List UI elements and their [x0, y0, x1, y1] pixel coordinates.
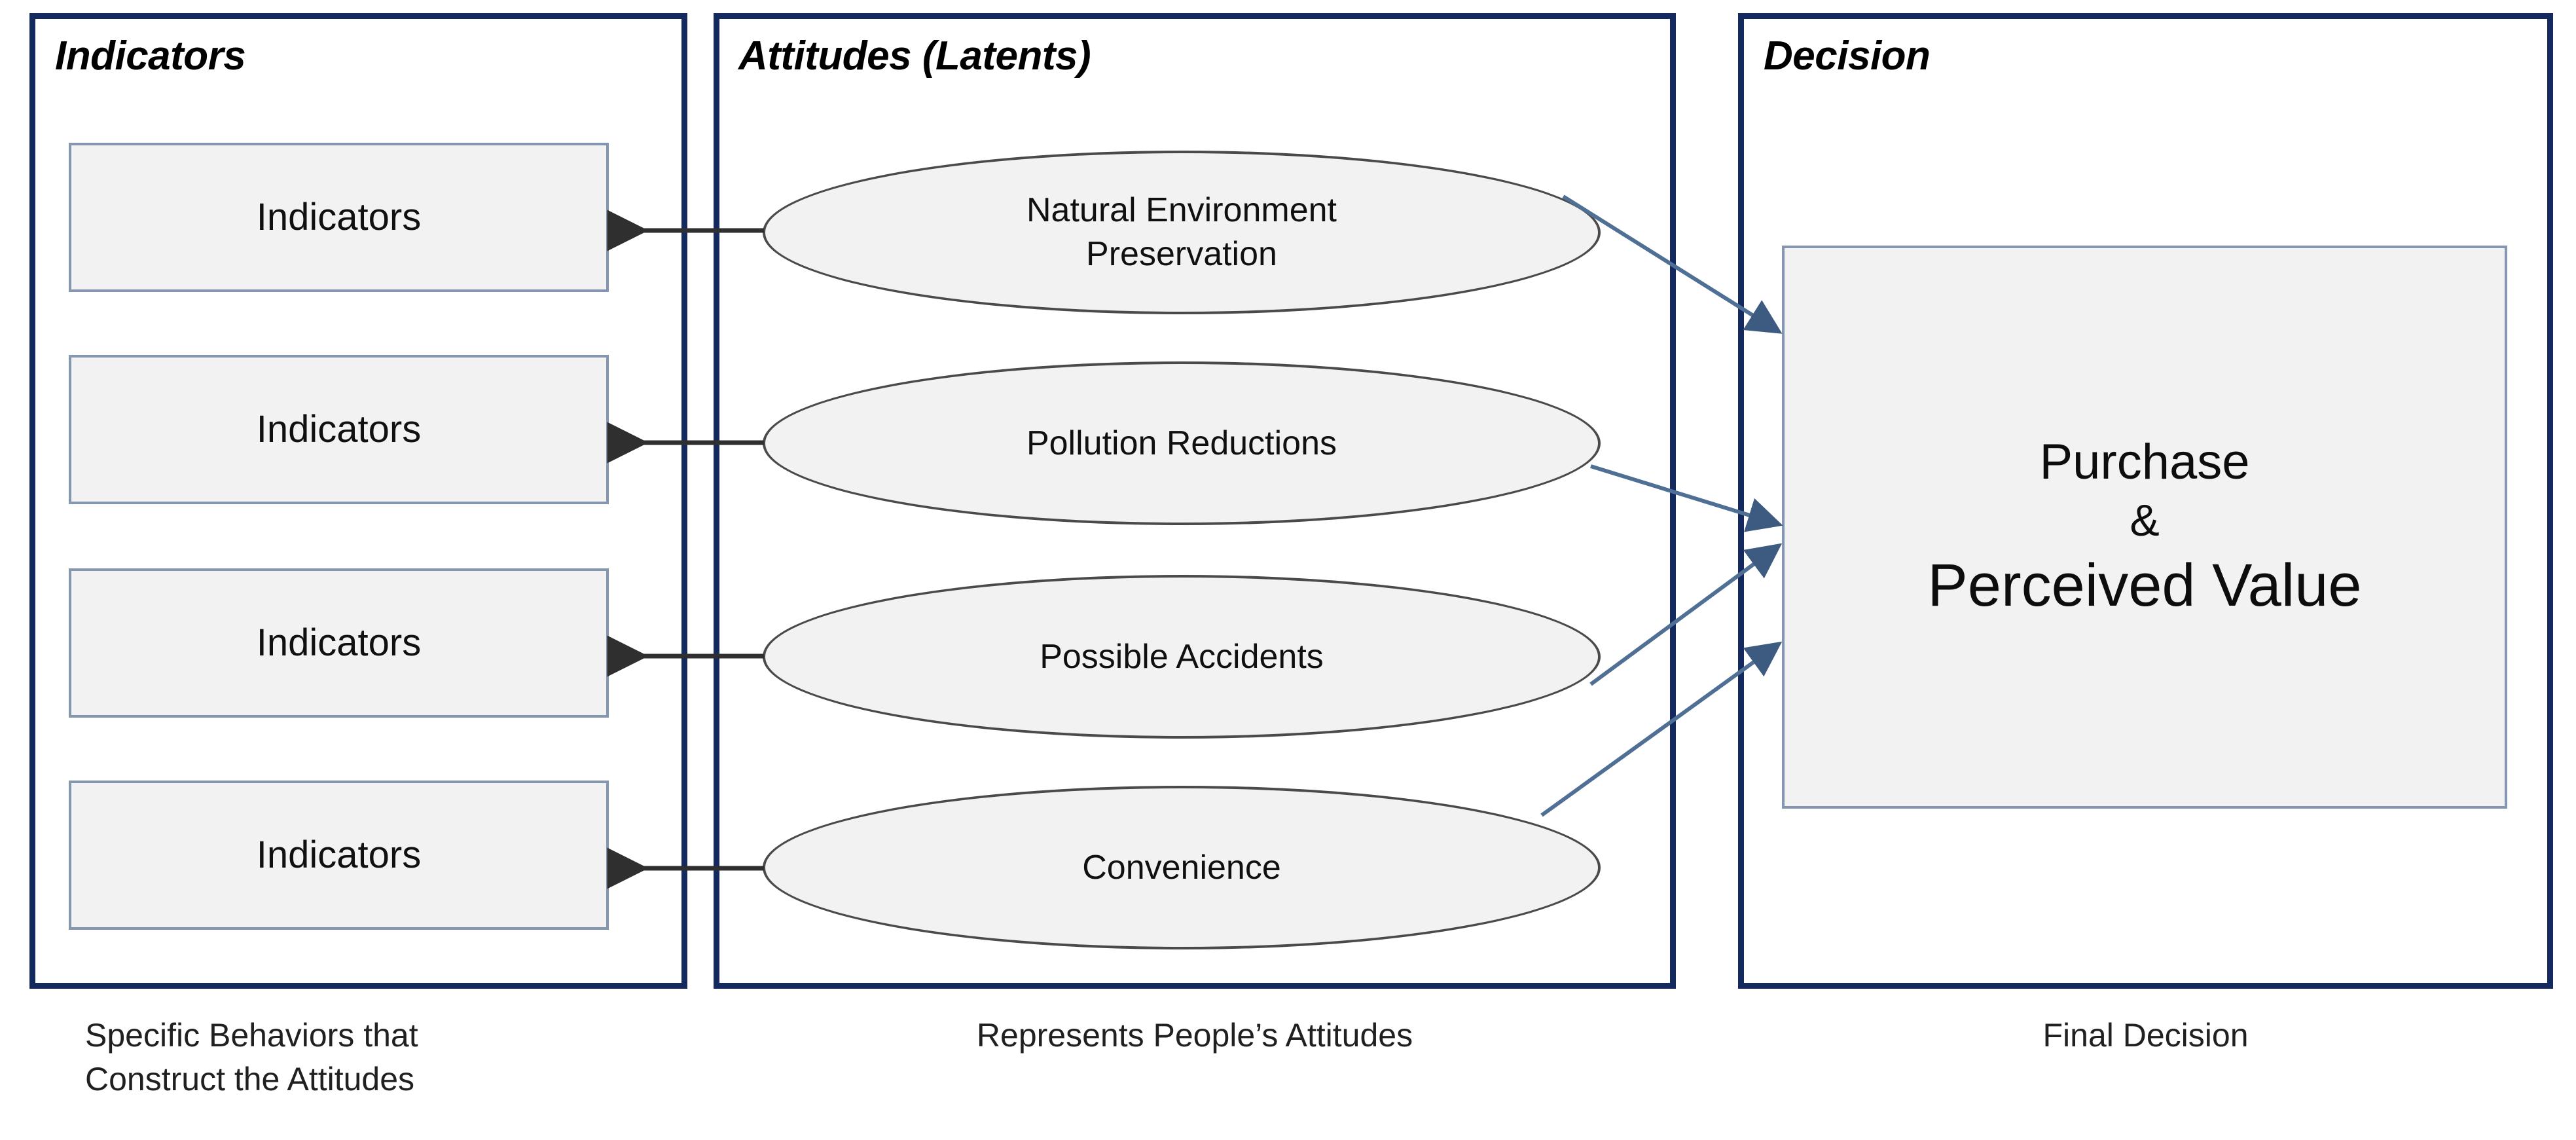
panel-decision-title: Decision [1764, 33, 1931, 79]
panel-attitudes-title: Attitudes (Latents) [738, 33, 1091, 79]
latent-ellipse-possible-accidents[interactable]: Possible Accidents [763, 575, 1601, 739]
indicator-box-label: Indicators [256, 408, 422, 451]
decision-line-perceived-value: Perceived Value [1927, 552, 2362, 619]
indicator-box-1[interactable]: Indicators [69, 143, 609, 292]
indicator-box-label: Indicators [256, 834, 422, 877]
latent-label: Possible Accidents [1040, 637, 1324, 676]
panel-indicators [29, 13, 687, 989]
indicator-box-3[interactable]: Indicators [69, 568, 609, 718]
indicator-box-label: Indicators [256, 196, 422, 239]
indicator-box-2[interactable]: Indicators [69, 355, 609, 504]
latent-label: Convenience [1082, 848, 1281, 887]
latent-ellipse-pollution-reductions[interactable]: Pollution Reductions [763, 361, 1601, 525]
indicator-box-4[interactable]: Indicators [69, 781, 609, 930]
caption-decision: Final Decision [2042, 1017, 2249, 1054]
panel-indicators-title: Indicators [55, 33, 246, 79]
latent-label: Pollution Reductions [1026, 424, 1337, 462]
latent-ellipse-natural-environment-preservation[interactable]: Natural Environment Preservation [763, 151, 1601, 314]
latent-ellipse-convenience[interactable]: Convenience [763, 786, 1601, 949]
caption-indicators: Specific Behaviors that Construct the At… [85, 1017, 418, 1097]
decision-line-purchase: Purchase [2039, 433, 2250, 490]
indicator-box-label: Indicators [256, 621, 422, 665]
decision-line-ampersand: & [2130, 495, 2160, 545]
latent-label: Natural Environment Preservation [1026, 191, 1337, 273]
caption-attitudes: Represents People’s Attitudes [976, 1017, 1413, 1054]
decision-outcome-box[interactable]: Purchase & Perceived Value [1782, 246, 2507, 809]
